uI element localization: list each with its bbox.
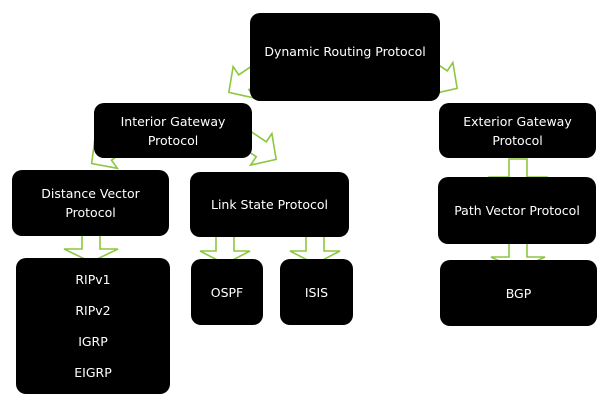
link-state-label: Link State Protocol <box>210 197 328 212</box>
node-ospf: OSPF <box>191 259 263 325</box>
bgp-label: BGP <box>505 285 532 301</box>
distance-vector-label: Distance Vector Protocol <box>41 186 140 220</box>
root-node-label: Dynamic Routing Protocol <box>264 43 426 59</box>
node-bgp: BGP <box>440 260 597 326</box>
protocol-igrp: IGRP <box>78 334 108 349</box>
node-path-vector-protocol: Path Vector Protocol <box>438 177 596 244</box>
node-distance-vector-protocols-list: RIPv1 RIPv2 IGRP EIGRP <box>16 258 170 394</box>
isis-label: ISIS <box>304 284 329 300</box>
protocol-ripv1: RIPv1 <box>75 272 111 287</box>
arrow-distance-vector-to-list <box>63 233 119 263</box>
node-exterior-gateway-protocol: Exterior Gateway Protocol <box>439 103 596 158</box>
igp-label: Interior Gateway Protocol <box>120 113 226 148</box>
node-distance-vector-protocol: Distance Vector Protocol <box>12 170 169 236</box>
node-interior-gateway-protocol: Interior Gateway Protocol <box>94 103 252 158</box>
protocol-ripv2: RIPv2 <box>75 303 111 318</box>
ospf-label: OSPF <box>210 284 244 300</box>
path-vector-label: Path Vector Protocol <box>454 203 580 218</box>
node-isis: ISIS <box>280 259 353 325</box>
arrow-link-state-to-ospf <box>199 235 251 265</box>
node-link-state-protocol: Link State Protocol <box>190 172 349 237</box>
protocol-eigrp: EIGRP <box>74 365 112 380</box>
root-node-dynamic-routing-protocol: Dynamic Routing Protocol <box>250 13 440 101</box>
arrow-link-state-to-isis <box>289 235 341 265</box>
egp-label: Exterior Gateway Protocol <box>463 113 572 148</box>
